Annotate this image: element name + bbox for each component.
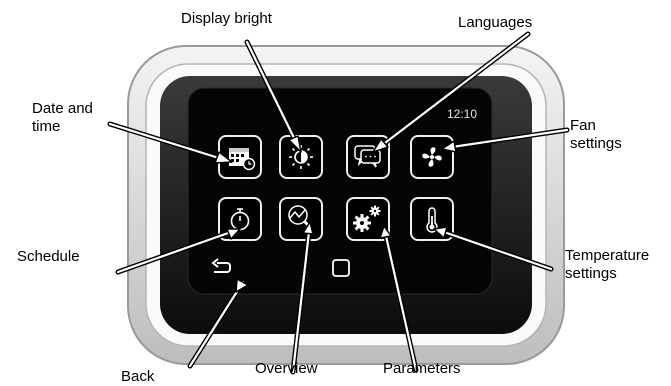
brightness-icon bbox=[289, 145, 313, 169]
callout-back: Back bbox=[121, 368, 155, 385]
gears-icon bbox=[353, 205, 381, 232]
callout-display-bright: Display bright bbox=[181, 10, 272, 27]
calendar-clock-icon bbox=[229, 148, 256, 171]
clock-text: 12:10 bbox=[447, 107, 477, 121]
callout-overview: Overview bbox=[255, 360, 318, 377]
fan-icon bbox=[422, 147, 442, 167]
callout-schedule: Schedule bbox=[17, 248, 80, 265]
callout-parameters: Parameters bbox=[383, 360, 461, 377]
arrow-heads bbox=[214, 135, 457, 293]
callout-fan-settings: Fan settings bbox=[570, 117, 622, 152]
speech-bubbles-icon bbox=[354, 145, 381, 168]
callout-date-time: Date and time bbox=[32, 100, 93, 135]
fan-settings-button[interactable] bbox=[410, 135, 454, 179]
home-button[interactable] bbox=[332, 259, 350, 277]
callout-languages: Languages bbox=[458, 14, 533, 31]
callout-temperature-settings: Temperature settings bbox=[565, 247, 650, 282]
back-button[interactable] bbox=[211, 258, 231, 273]
display-brightness-button[interactable] bbox=[279, 135, 323, 179]
leader-lines bbox=[107, 31, 570, 375]
overview-button[interactable] bbox=[279, 197, 323, 241]
parameters-button[interactable] bbox=[346, 197, 390, 241]
home-square-icon bbox=[332, 259, 350, 277]
thermometer-icon bbox=[426, 207, 438, 233]
back-arrow-icon bbox=[211, 258, 231, 273]
